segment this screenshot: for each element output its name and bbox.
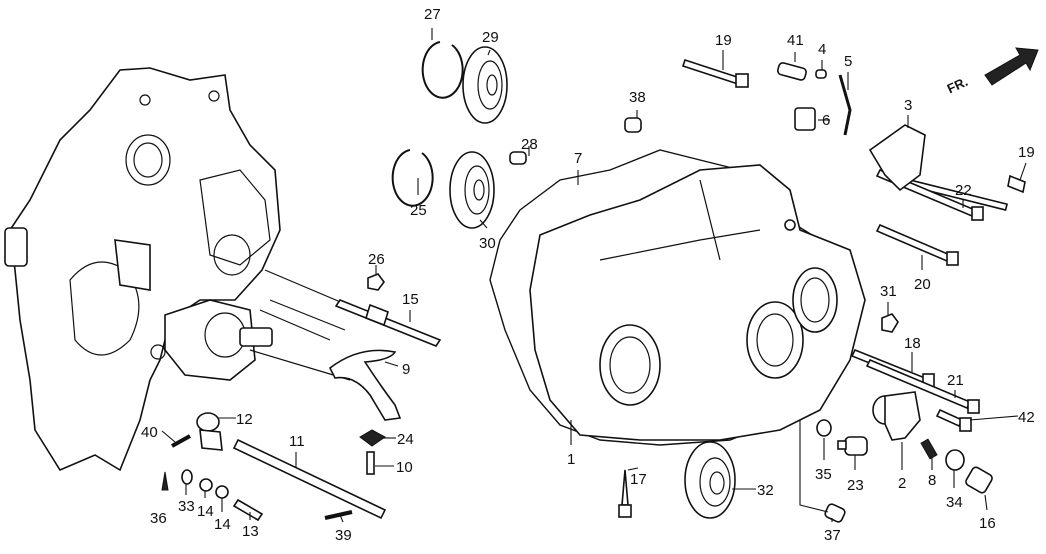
- part-32-oil-seal: [684, 441, 736, 519]
- part-35-washer: [816, 419, 832, 437]
- part-40-pin: [171, 434, 191, 448]
- part-34-washer: [945, 449, 965, 471]
- callout-11: 11: [289, 433, 305, 450]
- callout-26: 26: [368, 251, 385, 268]
- callout-42: 42: [1018, 409, 1035, 426]
- part-36-pin: [161, 471, 169, 491]
- callout-36: 36: [150, 510, 167, 527]
- callout-labels: 27 29 19 41 4 5 38 3 6 28 7 19 22 25 30 …: [141, 6, 1035, 544]
- callout-2: 2: [898, 475, 906, 492]
- part-39-spring-pin: [324, 510, 353, 520]
- part-29-bearing: [462, 46, 508, 124]
- callout-31: 31: [880, 283, 897, 300]
- callout-35: 35: [815, 466, 832, 483]
- part-14-cap-2: [215, 485, 229, 499]
- callout-4: 4: [818, 41, 826, 58]
- part-31-nut: [881, 313, 899, 333]
- callout-7: 7: [574, 150, 582, 167]
- part-26-nut: [367, 273, 385, 291]
- callout-6: 6: [822, 112, 830, 129]
- part-24-bracket: [359, 429, 386, 447]
- callout-5: 5: [844, 53, 852, 70]
- callout-3: 3: [904, 97, 912, 114]
- callout-15: 15: [402, 291, 419, 308]
- callout-19: 19: [715, 32, 732, 49]
- part-11-shift-shaft: [232, 438, 387, 520]
- callout-23: 23: [847, 477, 864, 494]
- callout-29: 29: [482, 29, 499, 46]
- front-direction-arrow: FR.: [945, 47, 1039, 96]
- part-28-dowel: [509, 151, 527, 165]
- callout-41: 41: [787, 32, 804, 49]
- callout-33: 33: [178, 498, 195, 515]
- part-10-bolt: [366, 451, 375, 475]
- callout-22: 22: [955, 182, 972, 199]
- part-37-dowel: [824, 503, 846, 523]
- callout-14b: 14: [214, 516, 231, 533]
- clutch-housing: [4, 67, 281, 472]
- bolts: [618, 58, 1026, 518]
- part-15-shaft: [334, 299, 442, 347]
- callout-9: 9: [402, 361, 410, 378]
- part-6-cap: [794, 107, 816, 131]
- callout-18: 18: [904, 335, 921, 352]
- part-2-sensor: [872, 391, 921, 441]
- part-4-dowel: [815, 69, 827, 79]
- callout-14: 14: [197, 503, 214, 520]
- part-41-dowel: [776, 62, 807, 81]
- callout-24: 24: [397, 431, 414, 448]
- callout-34: 34: [946, 494, 963, 511]
- callout-38: 38: [629, 89, 646, 106]
- callout-1: 1: [567, 451, 575, 468]
- part-1-transmission-housing: [529, 164, 866, 441]
- part-33-washer: [181, 469, 193, 485]
- callout-28: 28: [521, 136, 538, 153]
- callout-13: 13: [242, 523, 259, 540]
- part-13-pin: [232, 498, 264, 522]
- callout-25: 25: [410, 202, 427, 219]
- callout-19b: 19: [1018, 144, 1035, 161]
- callout-16: 16: [979, 515, 996, 532]
- part-9-shift-fork: [328, 349, 402, 421]
- callout-40: 40: [141, 424, 158, 441]
- direction-label: FR.: [945, 74, 970, 96]
- callout-10: 10: [396, 459, 413, 476]
- callout-17: 17: [630, 471, 647, 488]
- callout-32: 32: [757, 482, 774, 499]
- part-5-breather-tube: [838, 74, 852, 136]
- leader-lines: [161, 28, 1027, 523]
- part-16-plug: [965, 466, 993, 494]
- part-25-snap-ring: [391, 149, 434, 207]
- part-23-switch: [837, 436, 868, 456]
- callout-39: 39: [335, 527, 352, 544]
- callout-37: 37: [824, 527, 841, 544]
- part-8-spring: [920, 438, 938, 460]
- part-27-snap-ring: [421, 41, 464, 99]
- part-12-shift-arm: [196, 412, 223, 451]
- callout-27: 27: [424, 6, 441, 23]
- part-38-dowel: [624, 117, 642, 133]
- callout-12: 12: [236, 411, 253, 428]
- part-3-bracket: [868, 124, 926, 192]
- part-14-cap: [199, 478, 213, 492]
- part-30-bearing: [449, 151, 495, 229]
- callout-8: 8: [928, 472, 936, 489]
- callout-21: 21: [947, 372, 964, 389]
- callout-30: 30: [479, 235, 496, 252]
- callout-20: 20: [914, 276, 931, 293]
